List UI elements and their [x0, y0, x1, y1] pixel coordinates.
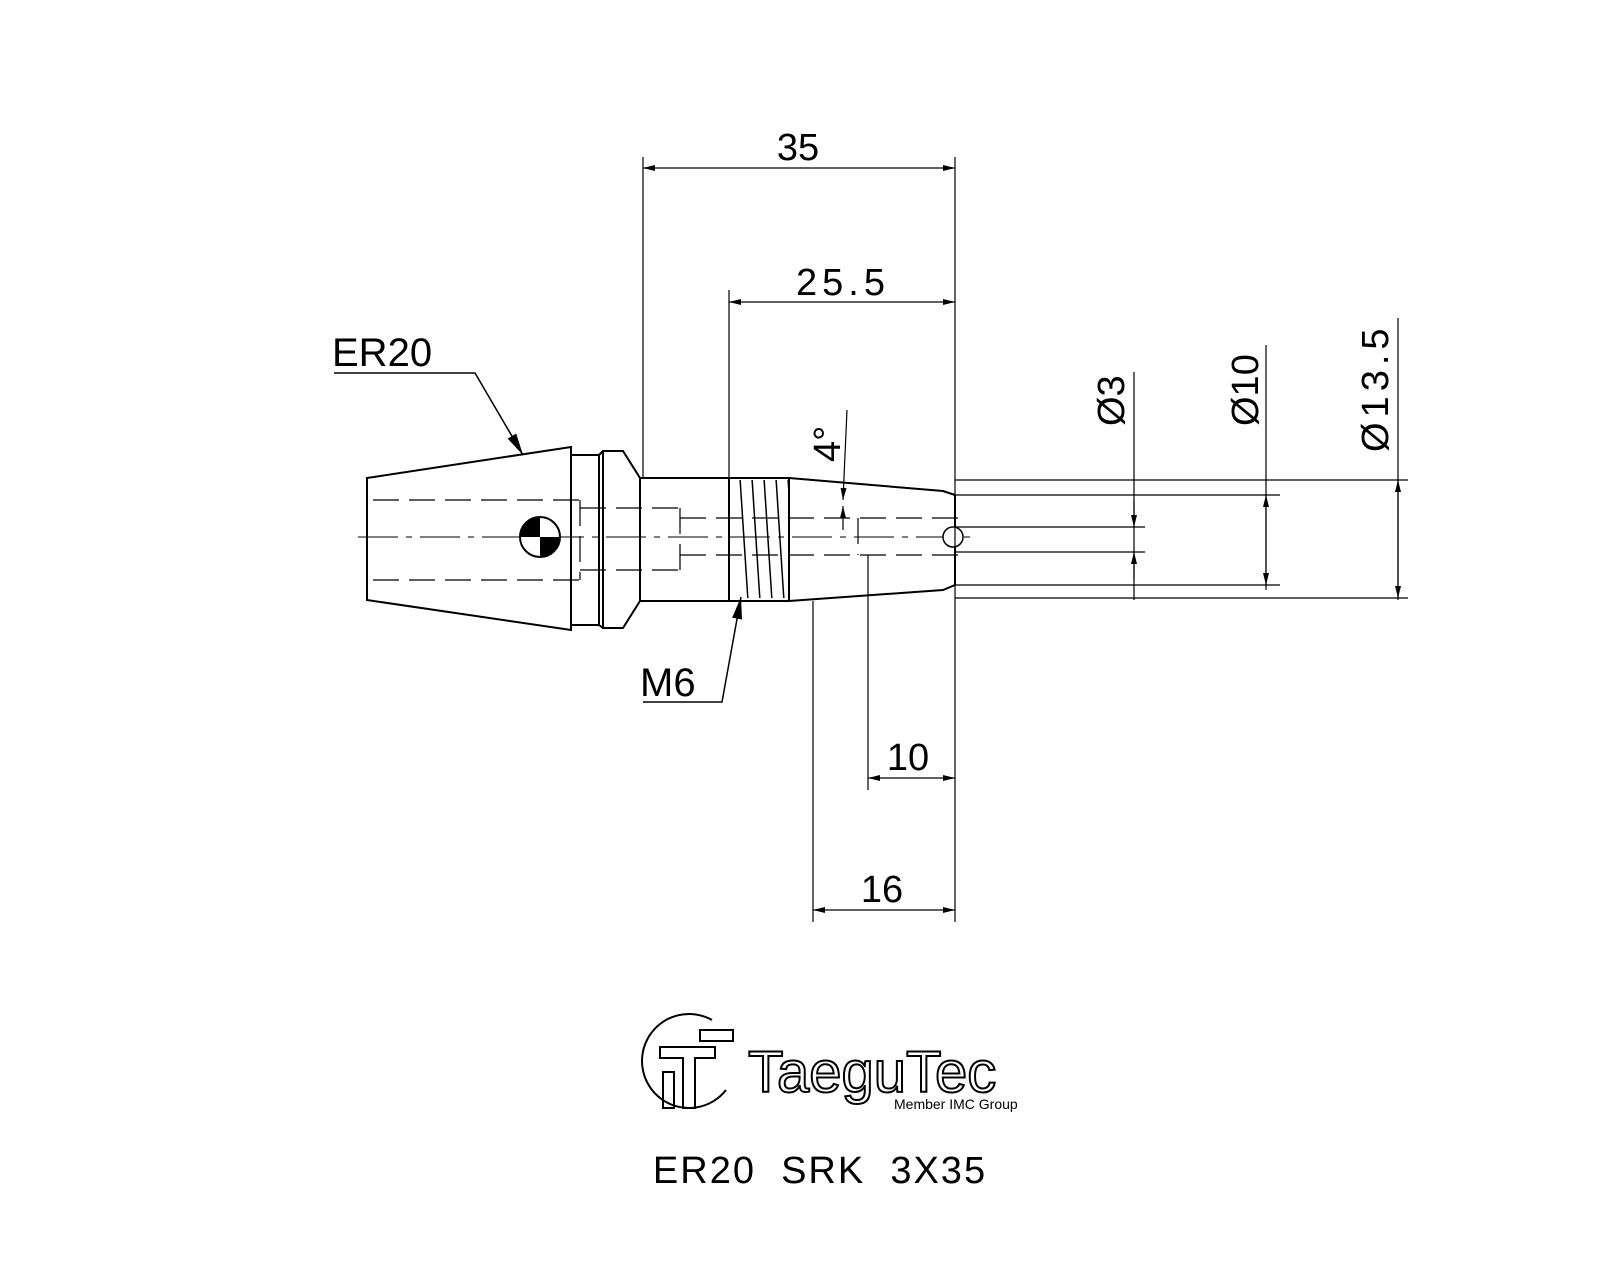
- center-of-gravity-symbol: [519, 516, 561, 558]
- collar-flange: [602, 450, 641, 629]
- taegutec-logo: TaeguTec Member IMC Group: [641, 1013, 1018, 1112]
- dim-line-angle-top: [840, 409, 848, 501]
- dim-overall-length: 35: [777, 127, 819, 169]
- hidden-lines: [373, 499, 960, 581]
- leader-thread: [643, 596, 743, 703]
- logo-brand: TaeguTec: [748, 1040, 996, 1105]
- callout-thread: M6: [640, 661, 696, 705]
- leaders: [334, 372, 743, 703]
- dim-taper-length: 16: [861, 869, 903, 911]
- collar-ring: [571, 454, 600, 626]
- dim-bore-depth: 10: [887, 737, 929, 779]
- leader-collet: [334, 372, 524, 456]
- dim-threaded-length: 25.5: [796, 262, 890, 304]
- body-cylinder: [640, 477, 729, 602]
- tapered-nose: [788, 477, 956, 602]
- part-outline: [366, 445, 956, 632]
- logo-emblem-icon: [641, 1013, 734, 1109]
- dim-nose-diameter: Ø10: [1225, 354, 1267, 426]
- nose-point-symbol: [942, 526, 964, 548]
- thread-section: [728, 477, 790, 602]
- collet-taper: [366, 445, 572, 632]
- dim-bore-diameter: Ø3: [1091, 375, 1133, 426]
- part-caption: ER20 SRK 3X35: [653, 1150, 987, 1192]
- dim-taper-angle: 4°: [807, 426, 849, 462]
- logo-tagline: Member IMC Group: [894, 1096, 1018, 1112]
- callout-collet-type: ER20: [332, 331, 432, 375]
- dim-body-diameter: Ø13.5: [1355, 323, 1397, 452]
- thread-lines: [739, 480, 788, 598]
- extension-lines: [642, 157, 1408, 922]
- dimension-lines: [643, 165, 1401, 913]
